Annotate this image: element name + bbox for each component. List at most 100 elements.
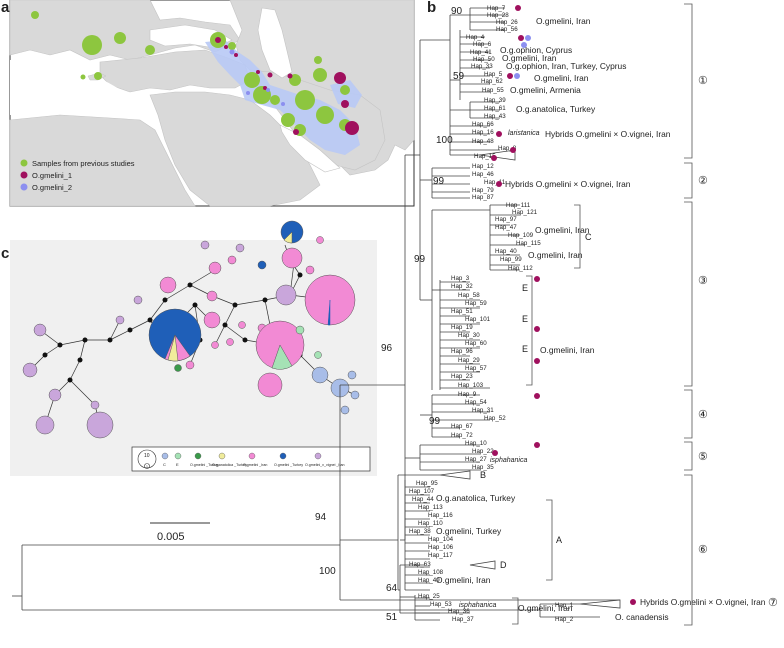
support-label: 99	[414, 254, 426, 265]
tip-label: Hap_15	[474, 153, 496, 160]
tip-label: Hap_107	[409, 488, 435, 495]
collapsed-hybrid-triangle	[579, 599, 621, 609]
subclade-e-label: E	[522, 283, 528, 293]
tip-label: Hap_3	[451, 275, 470, 282]
clade-1-label: ①	[698, 75, 708, 87]
species-label: O.gmelini, Iran	[540, 345, 595, 355]
sample-marker	[244, 72, 260, 88]
tip-label: Hap_35	[472, 464, 494, 471]
tip-label: Hap_49	[418, 577, 440, 584]
tip-label: Hap_47	[495, 224, 517, 231]
sample-marker	[228, 42, 236, 50]
g1-marker	[263, 86, 267, 90]
collapsed-clade-b-triangle	[439, 470, 471, 480]
tip-label: Hap_29	[458, 357, 480, 364]
network-legend: 10 1 C E O.g.anatolica _Turkey O.gmelini…	[131, 446, 371, 472]
legend-previous-label: Samples from previous studies	[32, 159, 135, 168]
species-label: isphahanica	[459, 602, 496, 609]
species-label: O. canadensis	[615, 612, 669, 622]
tip-label: Hap_52	[484, 415, 506, 422]
tip-label: Hap_19	[451, 324, 473, 331]
land-africa	[9, 114, 196, 207]
species-label: O.g.ophion, Iran, Turkey, Cyprus	[506, 61, 626, 71]
panel-b-label: b	[427, 0, 436, 16]
scale-bar: 0.005	[150, 522, 210, 543]
support-label: 90	[451, 6, 463, 17]
sample-marker	[82, 35, 102, 55]
land-anatolia	[99, 49, 251, 93]
tip-label: Hap_37	[452, 616, 474, 623]
g1-marker	[234, 53, 238, 57]
species-label: isphahanica	[490, 457, 527, 464]
tip-label: Hap_79	[472, 187, 494, 194]
tip-label: Hap_115	[516, 240, 541, 247]
tip-label: Hap_95	[416, 480, 438, 487]
tip-label: Hap_10	[465, 440, 487, 447]
land-arabia	[149, 91, 321, 207]
persian-gulf	[279, 124, 341, 173]
tip-label: Hap_101	[465, 316, 491, 323]
legend-item-gmelini-turkey-2: O.gmelini _Turkey	[274, 463, 303, 467]
legend-item-gmelini-iran: O.gmelini _Iran	[243, 463, 267, 467]
sample-marker	[145, 45, 155, 55]
tip-dots	[491, 5, 636, 605]
tip-label: Hap_36	[448, 608, 470, 615]
legend-g2-marker	[20, 183, 28, 191]
subclade-d-label: D	[500, 560, 507, 570]
mediterranean-sea	[10, 58, 150, 118]
collapsed-clade-d-triangle	[469, 560, 496, 570]
g1-marker	[345, 121, 359, 135]
sample-marker	[94, 72, 102, 80]
legend-item-anatolica: O.g.anatolica _Turkey	[212, 463, 247, 467]
tip-label: Hap_23	[451, 373, 473, 380]
tip-label: Hap_30	[458, 332, 480, 339]
tip-label: Hap_56	[496, 26, 518, 33]
tip-label: Hap_48	[472, 138, 494, 145]
tip-label: Hap_5	[484, 71, 503, 78]
g1-marker	[256, 70, 260, 74]
species-label: O.gmelini, Iran	[436, 575, 491, 585]
tip-label: Hap_51	[451, 308, 473, 315]
caspian-sea	[257, 7, 293, 79]
sample-marker	[270, 95, 280, 105]
haplotype-labels: Hap_7 Hap_28 Hap_26 Hap_56 Hap_4 Hap_6 H…	[409, 5, 574, 623]
support-values: 90 59 100 99 99 96 99 94 100 64 51	[315, 6, 465, 623]
subclade-b-label: B	[480, 470, 486, 480]
subclade-c-label: C	[585, 232, 592, 242]
tip-label: Hap_87	[472, 194, 494, 201]
sample-marker	[340, 85, 350, 95]
sample-marker	[80, 74, 86, 80]
species-label: O.g.anatolica, Turkey	[436, 493, 516, 503]
collapsed-clade-triangle	[479, 149, 516, 161]
network-background	[10, 240, 377, 476]
support-label: 64	[386, 583, 398, 594]
tip-label: Hap_2	[555, 616, 574, 623]
species-label: O.gmelini, Iran	[534, 73, 589, 83]
sample-marker	[281, 113, 295, 127]
species-label: O.gmelini, Iran	[502, 53, 557, 63]
tip-label: Hap_97	[495, 216, 517, 223]
g2-marker	[246, 91, 250, 95]
g2-marker	[266, 88, 270, 92]
legend-g2-label: O.gmelini_2	[32, 183, 72, 192]
tip-label: Hap_112	[508, 265, 533, 272]
tip-label: Hap_25	[418, 593, 440, 600]
subclade-a-label: A	[556, 535, 562, 545]
g1-marker	[267, 72, 273, 78]
g2-marker	[229, 49, 235, 55]
tip-label: Hap_32	[451, 283, 473, 290]
tip-label: Hap_59	[465, 300, 487, 307]
legend-item-gmelini-turkey: O.gmelini _Turkey	[190, 463, 219, 467]
tip-label: Hap_41	[470, 49, 492, 56]
tip-label: Hap_66	[472, 121, 494, 128]
tip-label: Hap_110	[418, 520, 443, 527]
clade-3-label: ③	[698, 275, 708, 287]
species-label: O.gmelini, Iran	[518, 603, 573, 613]
tip-label: Hap_61	[484, 105, 506, 112]
tip-label: Hap_57	[465, 365, 487, 372]
clade-7-label: ⑦	[768, 597, 778, 609]
species-range	[205, 40, 360, 155]
support-label: 59	[453, 71, 465, 82]
tip-label: Hap_38	[409, 528, 431, 535]
tip-label: Hap_63	[409, 561, 431, 568]
